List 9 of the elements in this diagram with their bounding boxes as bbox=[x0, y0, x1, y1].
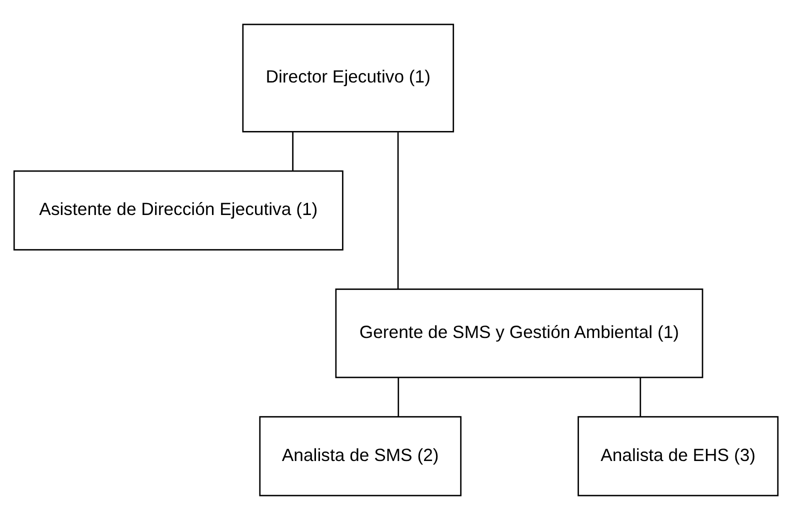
connector bbox=[397, 132, 399, 290]
node-box: Analista de SMS (2) bbox=[259, 416, 462, 496]
node-box: Director Ejecutivo (1) bbox=[242, 24, 454, 132]
node-box: Analista de EHS (3) bbox=[578, 416, 779, 496]
connector bbox=[292, 132, 294, 171]
node-box: Asistente de Dirección Ejecutiva (1) bbox=[13, 170, 344, 250]
node-box: Gerente de SMS y Gestión Ambiental (1) bbox=[335, 288, 704, 378]
connector bbox=[398, 378, 400, 417]
connector bbox=[640, 378, 642, 417]
